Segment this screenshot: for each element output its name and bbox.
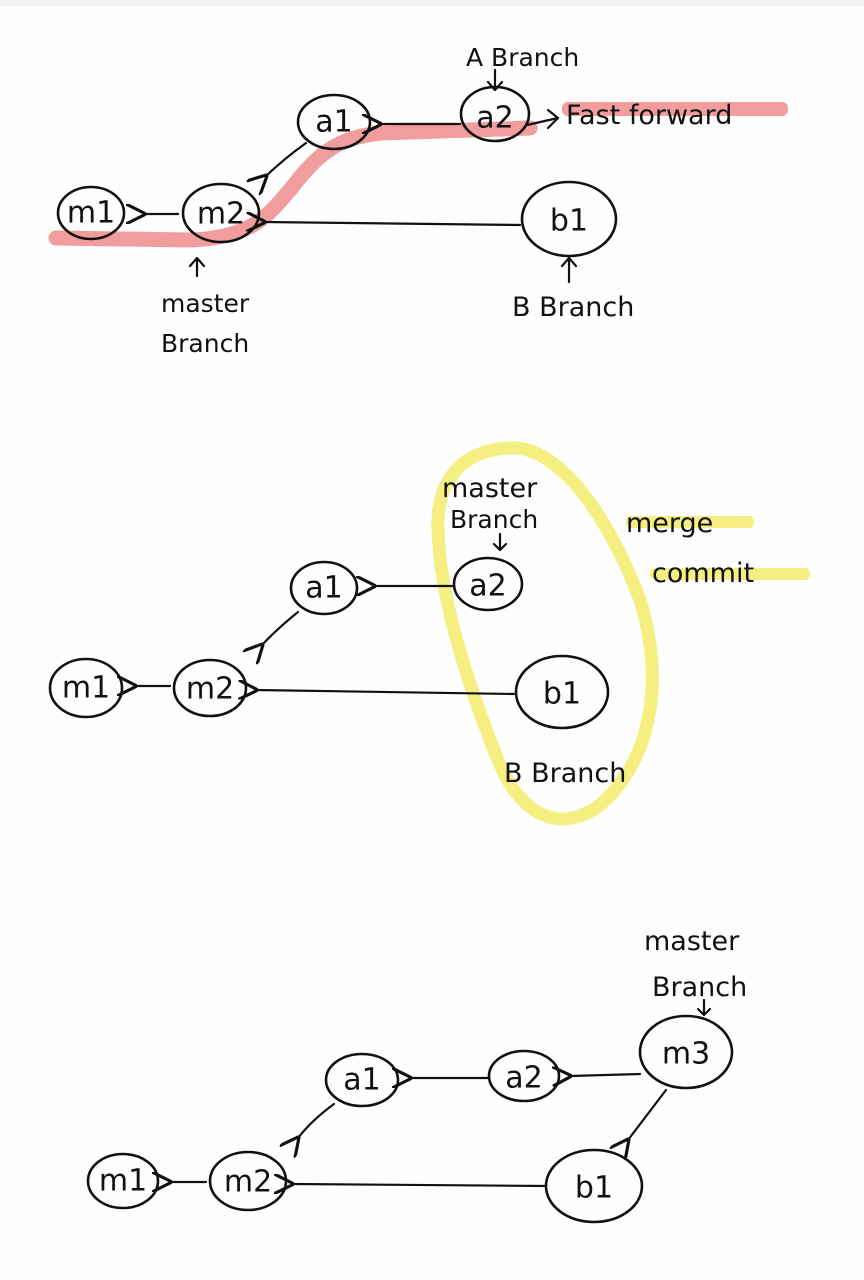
- top-strip: [0, 0, 864, 6]
- commit-node-a2: a2: [452, 556, 524, 612]
- master-label-line1: master: [161, 289, 250, 318]
- svg-text:m1: m1: [99, 1164, 147, 1199]
- master-branch-pointer: [696, 998, 712, 1017]
- diagram-merge-commit: m1 m2 a1 a2 b1 master Branch: [48, 441, 810, 826]
- svg-text:m2: m2: [197, 197, 245, 232]
- commit-node-b1: b1: [520, 180, 618, 258]
- svg-text:m3: m3: [662, 1037, 710, 1072]
- diagram-fast-forward: m1 m2 a1 a2 b1 A Branch: [48, 43, 788, 358]
- merge-highlight-bar: [626, 516, 754, 528]
- commit-node-m2: m2: [208, 1150, 288, 1212]
- commit-node-a1: a1: [296, 93, 372, 151]
- svg-text:a1: a1: [343, 1063, 380, 1098]
- fast-forward-highlight-bar: [562, 102, 788, 116]
- fast-forward-arrow: [525, 116, 560, 127]
- edge-b1-to-m2: [264, 222, 522, 225]
- commit-node-m1: m1: [48, 657, 124, 719]
- svg-text:a2: a2: [505, 1061, 542, 1096]
- svg-text:b1: b1: [550, 204, 588, 239]
- svg-text:b1: b1: [575, 1171, 613, 1206]
- a-branch-pointer: [486, 68, 504, 92]
- fast-forward-highlight: [48, 120, 538, 248]
- svg-text:a2: a2: [476, 101, 513, 136]
- edge-a1-to-m2: [266, 141, 308, 176]
- commit-node-m1: m1: [56, 185, 126, 241]
- b-branch-pointer: [560, 256, 578, 284]
- fast-forward-arrowhead: [546, 108, 560, 130]
- commit-node-a2: a2: [459, 85, 531, 143]
- commit-node-a1: a1: [324, 1052, 400, 1108]
- edge-b1-to-m2: [292, 1184, 548, 1186]
- commit-node-a1: a1: [289, 560, 359, 616]
- svg-text:a1: a1: [315, 105, 352, 140]
- svg-text:m1: m1: [67, 196, 115, 231]
- edge-m3-to-b1: [628, 1088, 668, 1140]
- svg-text:b1: b1: [543, 677, 581, 712]
- commit-label: commit: [652, 558, 754, 589]
- svg-text:m2: m2: [186, 672, 234, 707]
- merge-highlight-loop: [431, 441, 659, 826]
- commit-node-m1: m1: [86, 1152, 160, 1210]
- master-label-line2: Branch: [652, 972, 747, 1003]
- master-label-line2: Branch: [161, 329, 249, 358]
- edge-a1-to-m2: [298, 1102, 336, 1138]
- edge-a1-to-m2: [262, 610, 300, 645]
- b-branch-label: B Branch: [504, 758, 626, 789]
- commit-node-b1: b1: [544, 1148, 644, 1224]
- master-label-line1: master: [442, 473, 538, 504]
- commit-node-m2: m2: [181, 182, 261, 244]
- a-branch-label: A Branch: [466, 43, 579, 72]
- diagram-after-merge: m1 m2 a1 a2 m3 b1: [86, 926, 747, 1224]
- master-label-line2: Branch: [450, 505, 538, 534]
- edge-m3-to-a2: [570, 1074, 642, 1076]
- commit-node-a2: a2: [487, 1049, 561, 1103]
- commit-node-m3: m3: [638, 1014, 734, 1090]
- master-label-line1: master: [644, 926, 740, 957]
- fast-forward-label: Fast forward: [566, 100, 732, 131]
- svg-text:m1: m1: [62, 671, 110, 706]
- b-branch-label: B Branch: [512, 292, 634, 323]
- svg-text:a2: a2: [469, 569, 506, 604]
- commit-node-b1: b1: [514, 654, 610, 730]
- commit-highlight-bar: [650, 568, 810, 580]
- master-branch-pointer: [188, 256, 206, 278]
- svg-text:m2: m2: [224, 1165, 272, 1200]
- svg-text:a1: a1: [305, 571, 342, 606]
- master-branch-pointer: [492, 532, 508, 552]
- commit-node-m2: m2: [172, 658, 248, 718]
- merge-label: merge: [626, 508, 713, 539]
- edge-b1-to-m2: [256, 690, 516, 694]
